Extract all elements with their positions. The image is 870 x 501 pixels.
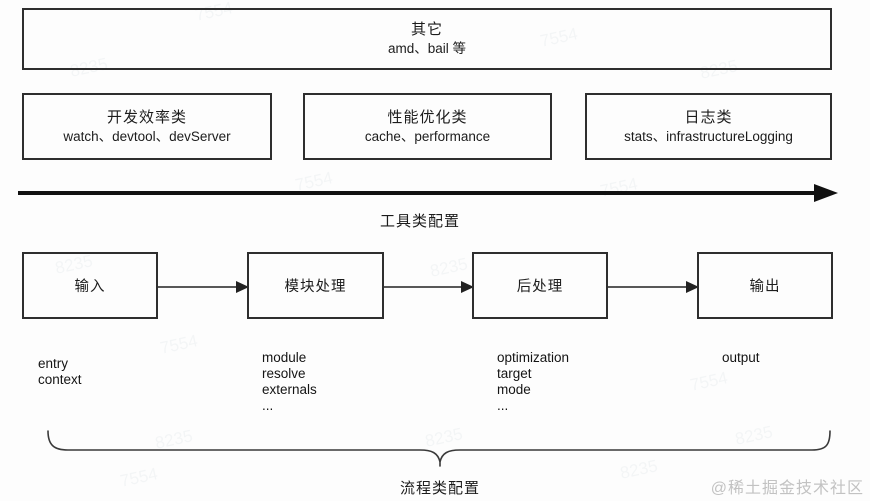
faint-watermark: 7554 — [118, 464, 160, 491]
flow-stage-label: 输出 — [749, 279, 781, 295]
option-item: resolve — [262, 366, 306, 381]
flow-stage-output: 输出 — [697, 252, 833, 319]
option-item: ... — [262, 398, 274, 413]
option-item: mode — [497, 382, 531, 397]
options-list-input: entry context — [38, 356, 82, 388]
faint-watermark: 8235 — [618, 456, 660, 483]
category-subtitle: cache、performance — [364, 128, 491, 144]
option-item: externals — [262, 382, 317, 397]
option-item: context — [38, 372, 82, 387]
category-box-logging: 日志类 stats、infrastructureLogging — [585, 93, 832, 160]
category-box-dev-efficiency: 开发效率类 watch、devtool、devServer — [22, 93, 272, 160]
faint-watermark: 7554 — [688, 368, 730, 395]
flow-arrow-1 — [158, 281, 249, 293]
flow-stage-post-processing: 后处理 — [472, 252, 608, 319]
faint-watermark: 8235 — [153, 426, 195, 453]
option-item: output — [722, 350, 760, 365]
category-title: 性能优化类 — [387, 108, 468, 126]
other-box-subtitle: amd、bail 等 — [387, 41, 467, 56]
faint-watermark: 8235 — [423, 424, 465, 451]
flow-arrow-2 — [384, 281, 474, 293]
faint-watermark: 8235 — [428, 254, 470, 281]
flow-stage-label: 后处理 — [516, 279, 564, 295]
faint-watermark: 8235 — [733, 422, 775, 449]
category-subtitle: watch、devtool、devServer — [63, 128, 231, 144]
category-box-performance: 性能优化类 cache、performance — [303, 93, 552, 160]
option-item: target — [497, 366, 532, 381]
option-item: optimization — [497, 350, 570, 365]
option-item: module — [262, 350, 307, 365]
option-item: entry — [38, 356, 69, 371]
faint-watermark: 7554 — [293, 168, 335, 195]
option-item: ... — [497, 398, 509, 413]
faint-watermark: 7554 — [158, 331, 200, 358]
flow-arrow-3 — [608, 281, 699, 293]
other-box-title: 其它 — [410, 21, 443, 38]
options-list-output: output — [722, 350, 760, 366]
flow-stage-label: 模块处理 — [284, 279, 347, 295]
flow-stage-label: 输入 — [74, 279, 106, 295]
options-list-post-processing: optimization target mode ... — [497, 350, 569, 414]
faint-watermark: 7554 — [598, 174, 640, 201]
category-title: 日志类 — [684, 108, 733, 126]
community-watermark: @稀土掘金技术社区 — [710, 480, 864, 497]
options-list-module: module resolve externals ... — [262, 350, 317, 414]
category-subtitle: stats、infrastructureLogging — [624, 128, 793, 144]
tool-axis-label: 工具类配置 — [379, 213, 460, 230]
tool-axis-arrow — [18, 184, 838, 202]
flow-brace-label: 流程类配置 — [399, 480, 480, 497]
other-category-box: 其它 amd、bail 等 — [22, 8, 832, 70]
flow-stage-module-processing: 模块处理 — [247, 252, 384, 319]
flow-stage-input: 输入 — [22, 252, 158, 319]
category-title: 开发效率类 — [106, 108, 187, 126]
flow-brace — [47, 430, 831, 467]
